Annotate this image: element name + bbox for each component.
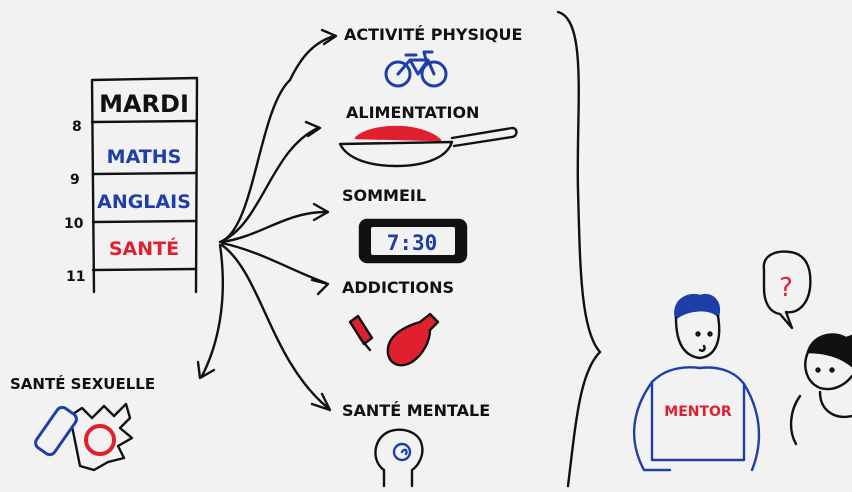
arrow-to-activite [218,34,336,244]
subject-anglais: ANGLAIS [97,191,191,213]
mentor-head [674,314,721,360]
timetable: MARDI MATHS ANGLAIS SANTÉ 8 9 10 11 [64,76,199,294]
clock-time: 7:30 [387,231,438,255]
alarm-clock-icon: 7:30 [358,218,468,264]
contraception-icon [34,402,134,472]
timetable-row-divider [91,219,198,224]
topic-addictions: ADDICTIONS [342,278,454,297]
mentor-shirt-label: MENTOR [664,404,732,420]
frying-pan-icon [338,125,518,168]
arrowhead [312,202,330,222]
hour-label: 10 [64,216,84,232]
arrowhead [310,392,332,412]
branch-arrows [196,28,338,412]
arrow-to-alimentation [218,126,320,244]
hour-label: 11 [66,269,85,285]
mentor-hair [674,293,721,320]
topic-sommeil: SOMMEIL [342,186,426,205]
topic-sante-sexuelle: SANTÉ SEXUELLE [10,374,155,393]
bicycle-icon [384,50,448,88]
head-spiral-icon [374,428,424,488]
question-mark: ? [779,273,793,303]
topic-alimentation: ALIMENTATION [346,103,479,122]
hour-label: 9 [70,172,80,188]
student-body [789,390,852,446]
arrowhead [304,120,322,138]
timetable-row-divider [91,267,198,272]
curly-brace [556,10,602,488]
arrowhead [310,278,330,296]
timetable-row-divider [91,171,198,176]
topic-activite-physique: ACTIVITÉ PHYSIQUE [344,25,522,44]
mentor-arm [632,380,672,472]
subject-sante: SANTÉ [109,237,179,260]
arrow-to-mentale [220,243,330,410]
timetable-row-divider [90,119,198,124]
arrow-to-sommeil [220,210,328,244]
subject-maths: MATHS [107,146,182,168]
arrowhead [196,360,216,380]
addictions-icon [348,312,440,367]
mentor-figure: MENTOR [632,293,761,472]
hour-label: 8 [72,119,82,135]
mentor-arm [742,382,761,472]
bottle-icon [386,312,440,367]
speech-bubble: ? [762,250,812,330]
arrowhead [320,28,338,46]
arrow-to-sexuelle [200,243,225,378]
topic-sante-mentale: SANTÉ MENTALE [342,401,490,420]
student-figure [789,333,852,446]
timetable-day: MARDI [99,90,189,118]
student-hair [806,333,852,368]
arrow-to-addictions [220,241,328,285]
